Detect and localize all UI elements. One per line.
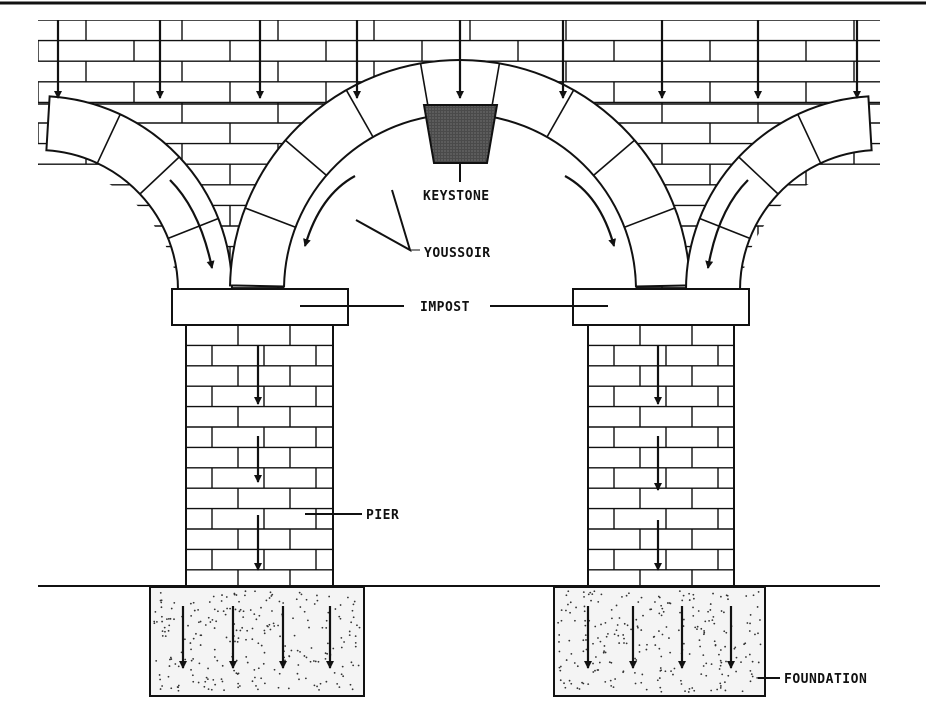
thrust-arrow-center-right: [564, 175, 617, 247]
voussoir-ring-center: [229, 59, 691, 288]
voussoir-ring-left: [45, 95, 234, 291]
voussoir-ring-right: [684, 95, 873, 291]
thrust-arrow-left: [169, 179, 215, 269]
thrust-arrow-right: [705, 179, 749, 269]
pier-left: [185, 324, 334, 591]
foundation-left: [149, 586, 365, 697]
keystone-label: KEYSTONE: [423, 189, 490, 204]
thrust-arrow-center-left: [303, 175, 356, 247]
pier-right: [587, 324, 735, 591]
arch-rings: [38, 59, 880, 292]
keystone-block: [422, 104, 499, 164]
voussoir-label: YOUSSOIR: [424, 246, 491, 261]
foundation-label: FOUNDATION: [784, 672, 867, 687]
load-arrows: [54, 20, 861, 669]
foundation-right: [553, 586, 766, 697]
pier-label: PIER: [366, 508, 399, 523]
impost-label: IMPOST: [420, 300, 470, 315]
